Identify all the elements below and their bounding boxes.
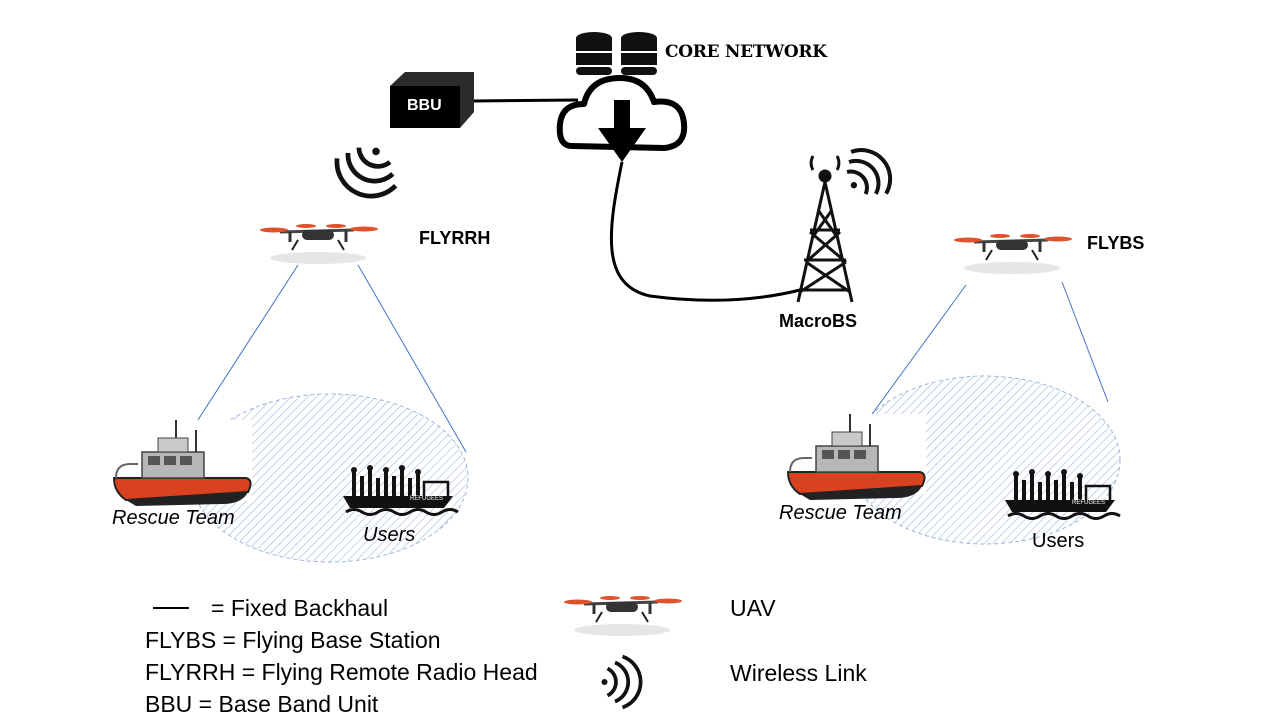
legend-uav-icon — [562, 594, 684, 638]
database-server-icon — [576, 32, 657, 75]
flybs-label: FLYBS — [1087, 233, 1145, 253]
left-refugees-tag: REFUGEES — [410, 496, 443, 502]
legend-flybs-text: FLYBS = Flying Base Station — [145, 627, 441, 653]
legend-wireless-icon — [599, 654, 643, 710]
core-network-label: CORE NETWORK — [665, 42, 827, 62]
bbu-label: BBU — [407, 97, 442, 114]
flyrrh-label: FLYRRH — [419, 228, 491, 248]
macrobs-wireless-icon — [834, 140, 901, 208]
fixed-backhaul-lines — [471, 98, 801, 302]
cloud-download-icon — [556, 75, 688, 162]
macrobs-label: MacroBS — [779, 311, 858, 331]
flyrrh-drone-icon — [258, 222, 380, 266]
left-wireless-links — [184, 264, 467, 453]
flybs-drone-icon — [952, 232, 1074, 276]
left-users-label: Users — [363, 524, 416, 546]
left-rescue-boat-icon — [111, 419, 253, 507]
legend-uav-text: UAV — [730, 595, 776, 621]
right-rescue-boat-icon — [785, 413, 927, 501]
right-refugees-tag: REFUGEES — [1072, 500, 1105, 506]
right-rescue-team-label: Rescue Team — [779, 502, 902, 524]
bbu-wireless-icon — [327, 134, 406, 206]
legend-flyrrh-text: FLYRRH = Flying Remote Radio Head — [145, 659, 538, 685]
legend-wireless-text: Wireless Link — [730, 660, 867, 686]
legend-bbu-text: BBU = Base Band Unit — [145, 691, 379, 717]
tower-icon — [796, 155, 854, 303]
right-users-label: Users — [1032, 530, 1085, 552]
bbu-box-icon — [390, 72, 474, 128]
legend-backhaul-text: = Fixed Backhaul — [211, 595, 389, 621]
left-rescue-team-label: Rescue Team — [112, 507, 235, 529]
right-wireless-links — [861, 281, 1109, 429]
